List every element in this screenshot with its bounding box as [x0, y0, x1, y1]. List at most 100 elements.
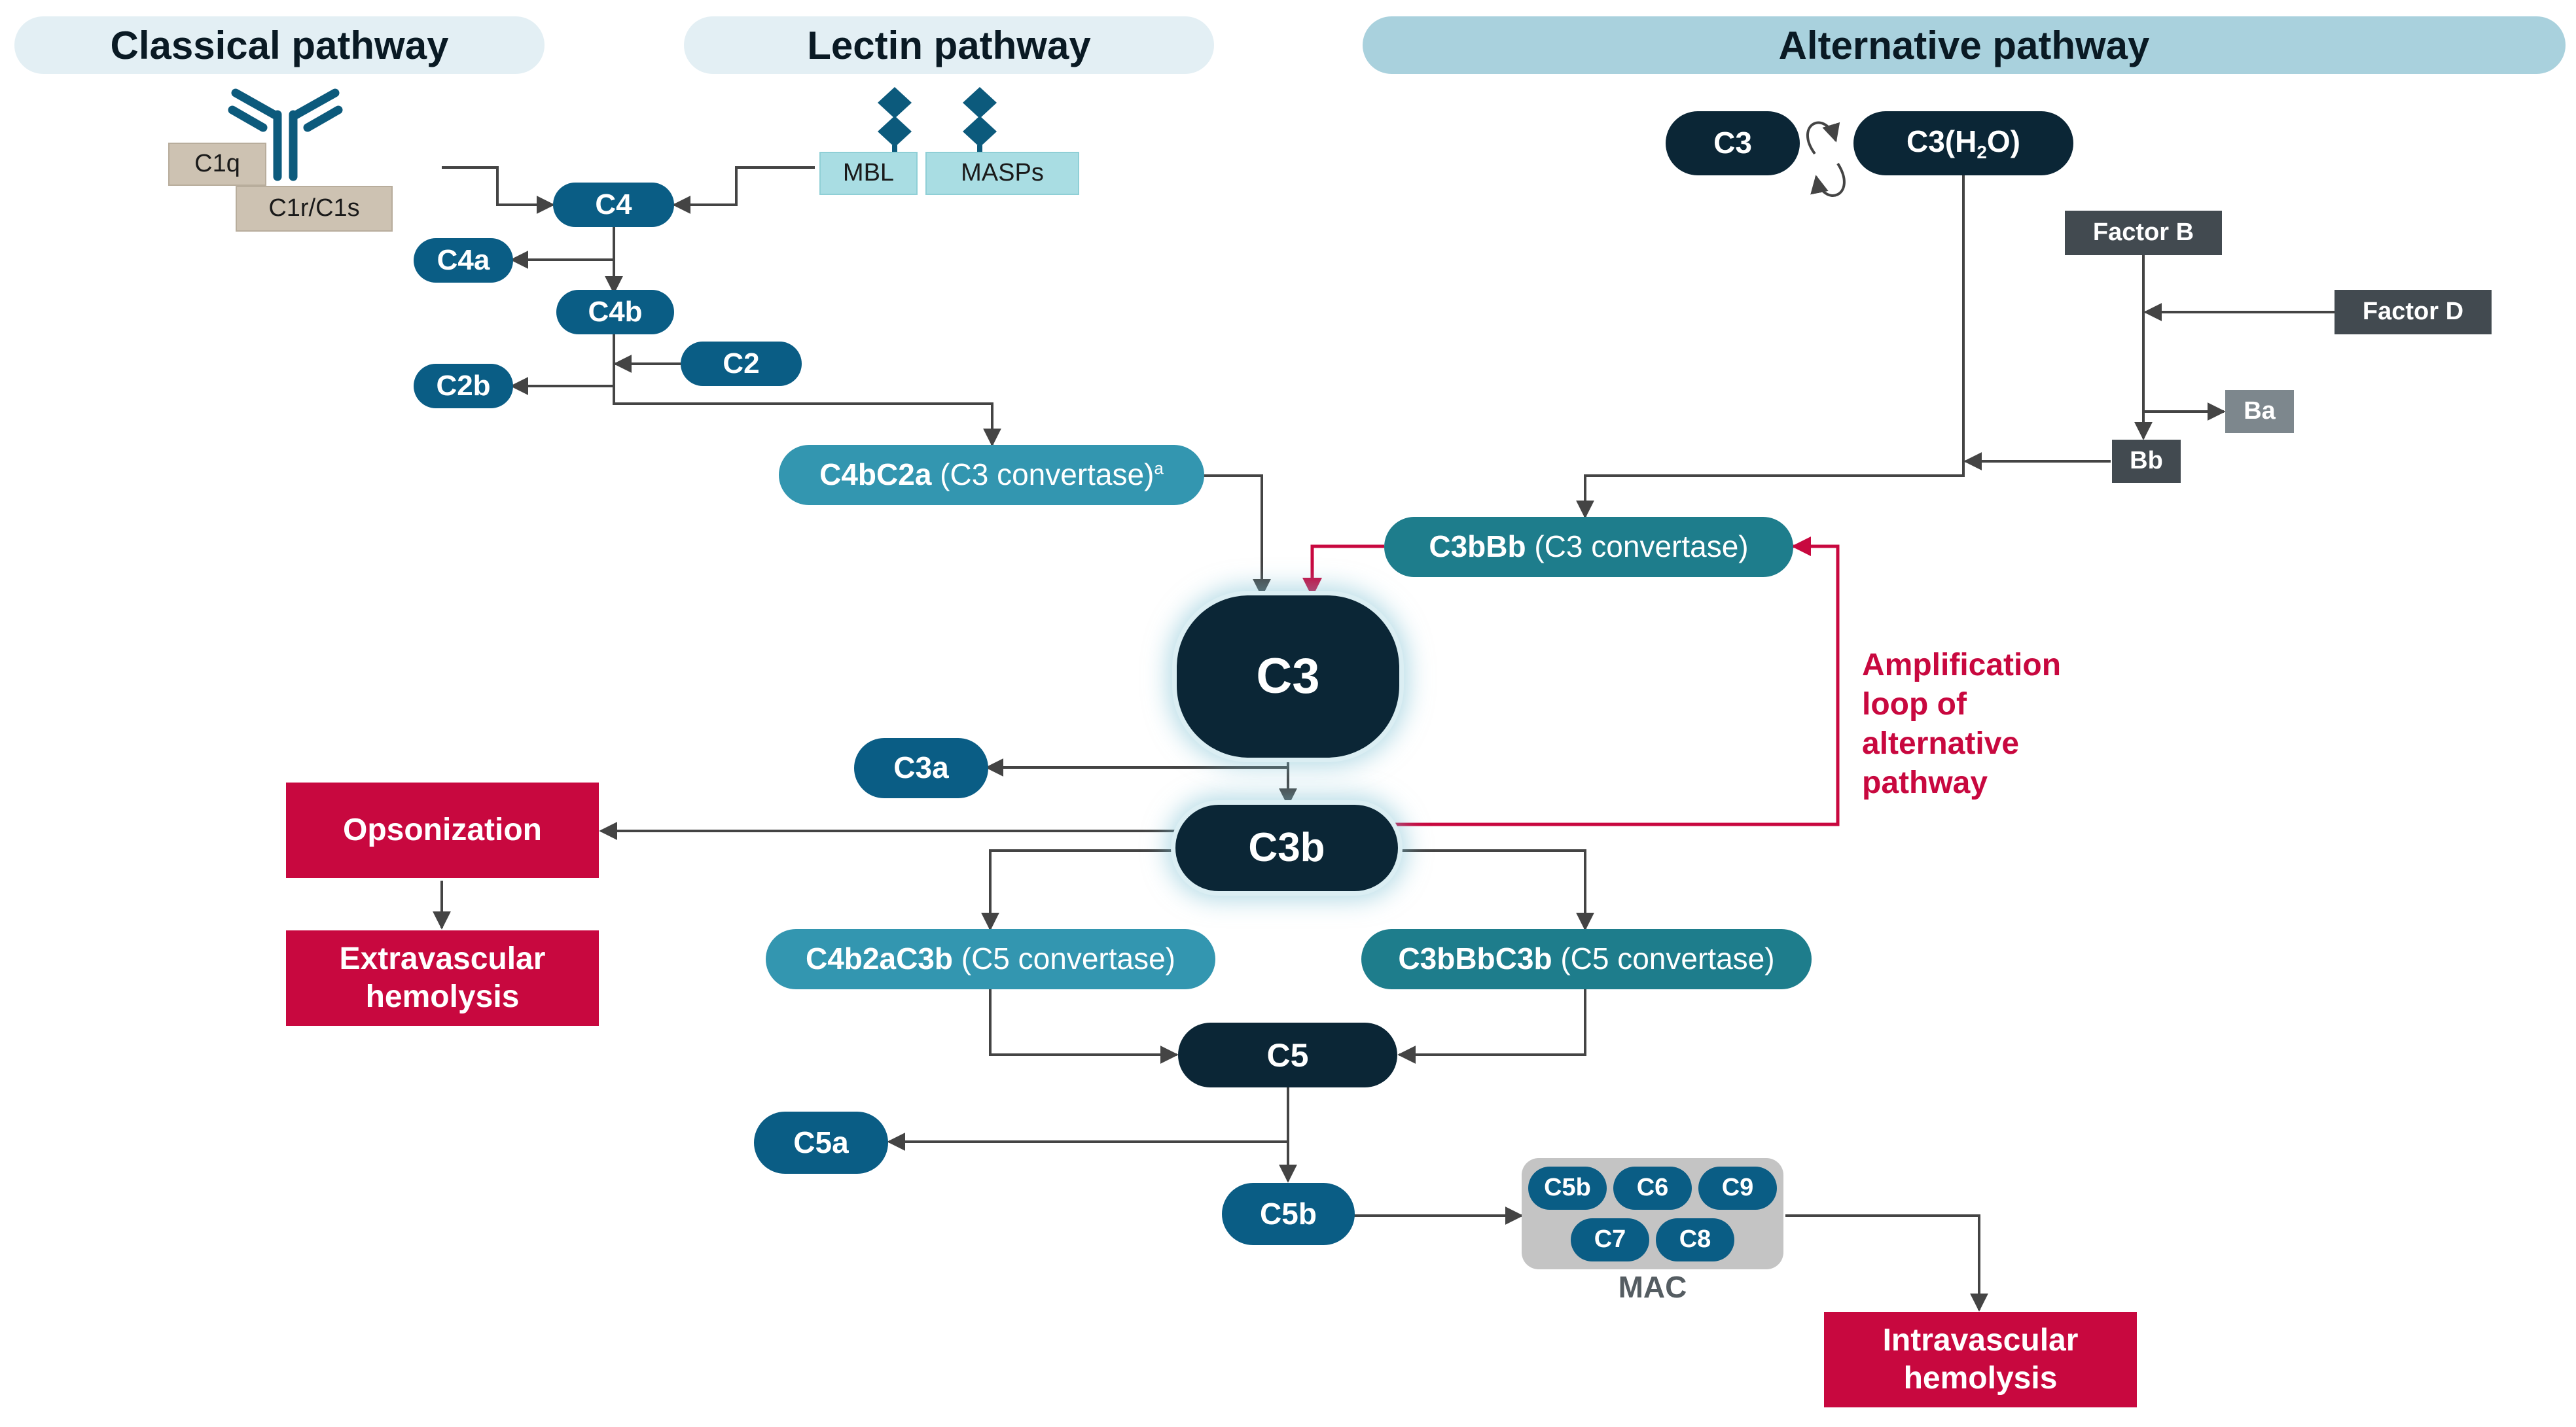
opsonization-label: Opsonization [343, 813, 542, 848]
mbl-box: MBL [819, 152, 918, 195]
c1q-box: C1q [168, 143, 266, 186]
amplification-line-4: pathway [1862, 766, 1988, 800]
factor-d-label: Factor D [2362, 298, 2464, 326]
arrow-mac-to-intravascular [1785, 1214, 1988, 1312]
mac-c8-node: C8 [1656, 1218, 1734, 1261]
alternative-pathway-header: Alternative pathway [1363, 16, 2566, 74]
c2-label: C2 [723, 347, 760, 379]
mac-c8-label: C8 [1679, 1225, 1711, 1254]
alternative-c5-convertase-node: C3bBbC3b (C5 convertase) [1361, 929, 1812, 989]
classical-c5-convertase-desc: (C5 convertase) [952, 942, 1175, 976]
lectin-pathway-title: Lectin pathway [807, 23, 1091, 67]
c1r-c1s-label: C1r/C1s [268, 194, 360, 222]
c4b-label: C4b [588, 295, 643, 328]
amplification-loop-label: Amplification loop of alternative pathwa… [1862, 646, 2061, 803]
bb-label: Bb [2130, 447, 2163, 475]
factor-d-box: Factor D [2334, 290, 2492, 334]
c5b-label: C5b [1260, 1196, 1317, 1231]
c1q-label: C1q [194, 150, 240, 178]
c2-node: C2 [681, 342, 802, 386]
classical-c5-convertase-node: C4b2aC3b (C5 convertase) [766, 929, 1215, 989]
arrow-classical-c5-to-c5 [989, 989, 1179, 1064]
alt-c5-convertase-desc: (C5 convertase) [1552, 942, 1775, 976]
classical-c3-convertase-desc: (C3 convertase) [931, 457, 1154, 492]
intravascular-hemolysis-box: Intravascular hemolysis [1824, 1312, 2137, 1407]
c3-h2o-node: C3(H2O) [1853, 111, 2073, 175]
masps-label: MASPs [961, 159, 1044, 187]
c4b-node: C4b [556, 290, 674, 334]
c5a-label: C5a [793, 1125, 849, 1159]
c3b-node: C3b [1175, 805, 1398, 891]
c5a-node: C5a [754, 1112, 888, 1174]
line-c3h2o-down [1576, 175, 1965, 519]
opsonization-box: Opsonization [286, 783, 599, 878]
arrow-classical-to-c4 [442, 166, 555, 214]
equilibrium-cycle-icon [1806, 121, 1846, 197]
factor-b-label: Factor B [2092, 219, 2194, 247]
arrow-alt-c5-to-c5 [1397, 989, 1586, 1064]
mac-c9-node: C9 [1698, 1167, 1777, 1210]
arrow-c3b-to-alt-c5 [1398, 849, 1594, 931]
mac-c6-label: C6 [1636, 1174, 1669, 1202]
c1r-c1s-box: C1r/C1s [236, 186, 393, 232]
alternative-pathway-title: Alternative pathway [1778, 23, 2150, 67]
classical-pathway-title: Classical pathway [110, 23, 449, 67]
c3-h2o-prefix: C3(H [1906, 124, 1977, 158]
intravascular-line-1: Intravascular [1882, 1323, 2079, 1358]
c3a-label: C3a [893, 750, 949, 785]
lectin-carbohydrate-icon [878, 87, 997, 153]
alt-c5-convertase-name: C3bBbC3b [1398, 942, 1552, 976]
c2b-node: C2b [414, 364, 513, 408]
mbl-label: MBL [842, 159, 895, 187]
mac-label: MAC [1618, 1270, 1687, 1304]
central-c3-label: C3 [1256, 648, 1320, 705]
extravascular-line-1: Extravascular [339, 942, 546, 977]
classical-pathway-header: Classical pathway [14, 16, 545, 74]
c5-node: C5 [1178, 1023, 1397, 1087]
classical-c3-convertase-name: C4bC2a [819, 457, 932, 492]
c4a-label: C4a [437, 243, 490, 276]
lectin-pathway-header: Lectin pathway [684, 16, 1214, 74]
amplification-line-3: alternative [1862, 726, 2020, 761]
line-c4b-down [613, 332, 1001, 447]
extravascular-line-2: hemolysis [365, 979, 520, 1014]
alt-c3-node: C3 [1666, 111, 1800, 175]
amplification-loop-arrow-down [1302, 544, 1384, 597]
c5-label: C5 [1266, 1036, 1309, 1074]
c3b-label: C3b [1248, 824, 1325, 870]
c3a-node: C3a [854, 738, 988, 798]
amplification-loop-arrow-up [1395, 537, 1840, 826]
classical-c3-convertase-node: C4bC2a (C3 convertase)a [779, 445, 1204, 505]
alt-c3-convertase-name: C3bBb [1429, 529, 1526, 564]
bb-box: Bb [2112, 440, 2181, 483]
arrow-c4bc2a-to-c3 [1203, 474, 1271, 597]
masps-box: MASPs [925, 152, 1079, 195]
c3-h2o-subscript: 2 [1977, 141, 1987, 162]
mac-c7-label: C7 [1594, 1225, 1626, 1254]
intravascular-line-2: hemolysis [1903, 1361, 2058, 1396]
c5b-node: C5b [1222, 1183, 1355, 1245]
alt-c3-convertase-desc: (C3 convertase) [1526, 529, 1749, 564]
c3-h2o-suffix: O) [1986, 124, 2021, 158]
alternative-c3-convertase-node: C3bBb (C3 convertase) [1384, 517, 1793, 577]
ba-box: Ba [2225, 390, 2294, 433]
mac-c5b-label: C5b [1544, 1174, 1591, 1202]
arrow-lectin-to-c4 [672, 166, 815, 214]
mac-c5b-node: C5b [1528, 1167, 1607, 1210]
mac-c7-node: C7 [1571, 1218, 1649, 1261]
ba-label: Ba [2244, 397, 2276, 425]
amplification-line-1: Amplification [1862, 648, 2062, 682]
factor-b-box: Factor B [2065, 211, 2222, 255]
mac-c6-node: C6 [1613, 1167, 1692, 1210]
antibody-icon [228, 88, 343, 181]
c2b-label: C2b [436, 369, 491, 402]
amplification-line-2: loop of [1862, 687, 1967, 722]
c4a-node: C4a [414, 238, 513, 283]
mac-c9-label: C9 [1721, 1174, 1754, 1202]
c4-node: C4 [553, 183, 674, 227]
footnote-marker-a: a [1154, 459, 1164, 479]
classical-c5-convertase-name: C4b2aC3b [806, 942, 953, 976]
c4-label: C4 [595, 188, 632, 220]
